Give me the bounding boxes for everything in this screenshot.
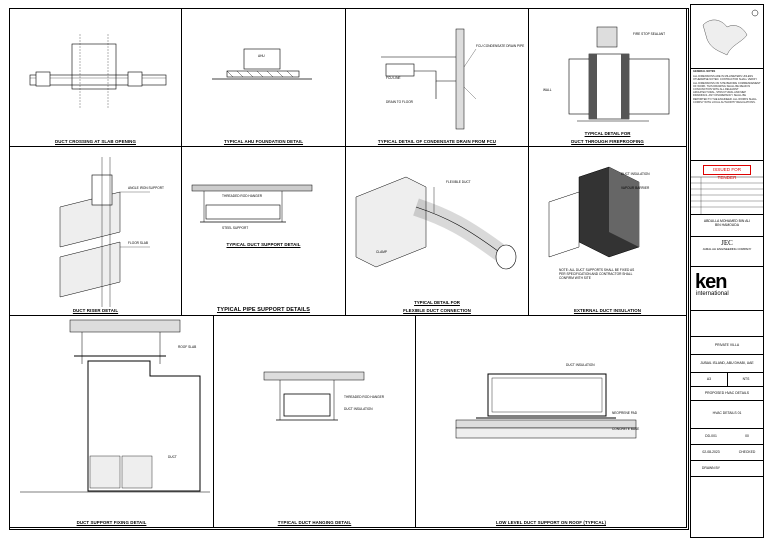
detail-duct-riser: ANGLE IRON SUPPORT FLOOR SLAB DUCT RISER… <box>9 146 182 316</box>
jec-logo: JEC <box>721 239 733 247</box>
project-name: PRIVATE VILLA <box>714 343 740 347</box>
consultant-panel: JEC JAMAL ALI ENGINEERING COMPANY <box>691 237 763 267</box>
key-map-graphic <box>702 9 759 56</box>
notes-body: ALL DIMENSIONS ARE IN MILLIMETERS UNLESS… <box>693 75 761 104</box>
drawing-no-panel: HVAC DETAILS 01 <box>691 401 763 429</box>
fireproofing-drawing <box>568 26 670 122</box>
label-duct: DUCT <box>168 455 177 459</box>
detail-ahu-foundation: AHU TYPICAL AHU FOUNDATION DETAIL <box>181 8 346 147</box>
client-panel: ABDULLA MOHAMED BIN ALI BIN HAMOUDA <box>691 215 763 237</box>
detail-title: DUCT RISER DETAIL <box>72 308 119 313</box>
label-angle: ANGLE IRON SUPPORT <box>128 186 164 190</box>
sheet-size: A3 <box>706 377 712 381</box>
project-panel: PRIVATE VILLA <box>691 337 763 355</box>
label-clamp: CLAMP <box>376 250 387 254</box>
detail-title-line1: TYPICAL DETAIL FOR <box>584 131 631 136</box>
label-fcl: FCU LINE <box>386 76 401 80</box>
low-level-drawing <box>455 373 637 439</box>
location-panel: JUBAIL ISLAND, ABU DHABI, UAE <box>691 355 763 373</box>
detail-title: EXTERNAL DUCT INSULATION <box>573 308 642 313</box>
label-wall: WALL <box>543 88 552 92</box>
flex-drawing <box>355 176 517 270</box>
notes-heading: GENERAL NOTES <box>693 70 716 73</box>
ahu-label: AHU <box>258 54 265 58</box>
key-map <box>691 5 763 69</box>
company-name: JAMAL ALI ENGINEERING COMPANY <box>702 247 752 251</box>
drawing-title: PROPOSED HVAC DETAILS <box>704 391 750 395</box>
detail-duct-insulation: DUCT INSULATION VAPOUR BARRIER NOTE: ALL… <box>528 146 687 316</box>
ken-panel: ken international <box>691 267 763 311</box>
title-block: GENERAL NOTES ALL DIMENSIONS ARE IN MILL… <box>690 4 764 538</box>
detail-flexible-duct: FLEXIBLE DUCT CLAMP TYPICAL DETAIL FOR F… <box>345 146 529 316</box>
label-insul: DUCT INSULATION <box>621 172 650 176</box>
meta-val: CHECKED <box>738 450 756 454</box>
detail-title: DUCT SUPPORT FIXING DETAIL <box>76 520 147 525</box>
meta-row-2: 02-08-2023 CHECKED <box>691 445 763 461</box>
ken-logo: ken <box>695 271 727 293</box>
meta-val: 00 <box>745 434 749 438</box>
detail-condensate-drain: FCU CONDENSATE DRAIN PIPE FCU LINE DRAIN… <box>345 8 529 147</box>
scale: NTS <box>727 373 763 386</box>
meta-row-1: DD-001 00 <box>691 429 763 445</box>
label-neo: NEOPRENE PAD <box>612 411 638 415</box>
detail-duct-crossing: DUCT CROSSING AT SLAB OPENING <box>9 8 182 147</box>
insulation-note: NOTE: ALL DUCT SUPPORTS SHALL BE FIXED A… <box>559 268 635 280</box>
revision-grid <box>691 176 763 214</box>
notes-panel: GENERAL NOTES ALL DIMENSIONS ARE IN MILL… <box>691 69 763 161</box>
label-roof: ROOF SLAB <box>178 345 197 349</box>
hanging-drawing <box>263 371 365 421</box>
detail-title: LOW LEVEL DUCT SUPPORT ON ROOF (TYPICAL) <box>495 520 607 525</box>
ahu-drawing <box>212 48 312 80</box>
detail-title-pipe: TYPICAL PIPE SUPPORT DETAILS <box>216 307 311 313</box>
meta-key: DD-001 <box>705 434 717 438</box>
label-insul2: DUCT INSULATION <box>344 407 373 411</box>
ken-logo-sub: international <box>696 291 729 297</box>
label-vapour: VAPOUR BARRIER <box>621 186 650 190</box>
detail-title: TYPICAL DETAIL OF CONDENSATE DRAIN FROM … <box>377 139 497 144</box>
detail-low-level-support: DUCT INSULATION NEOPRENE PAD CONCRETE BA… <box>415 315 687 528</box>
detail-title: TYPICAL AHU FOUNDATION DETAIL <box>223 139 304 144</box>
duct-support-drawing <box>191 184 313 223</box>
label-steel: STEEL SUPPORT <box>222 226 249 230</box>
revision-panel: ISSUED FOR TENDER <box>691 161 763 215</box>
detail-title: TYPICAL DUCT HANGING DETAIL <box>277 520 352 525</box>
meta-key: DRAWN BY <box>701 466 721 470</box>
meta-row-3: DRAWN BY <box>691 461 763 477</box>
label-drain: DRAIN TO FLOOR <box>386 100 413 104</box>
detail-title: DUCT CROSSING AT SLAB OPENING <box>55 139 136 144</box>
size-panel: A3 NTS <box>691 373 763 387</box>
label-base: CONCRETE BASE <box>612 427 640 431</box>
label-firestop: FIRE STOP SEALANT <box>633 32 666 36</box>
detail-duct-hanging: THREADED ROD HANGER DUCT INSULATION TYPI… <box>213 315 416 528</box>
client-name2: BIN HAMOUDA <box>715 223 739 227</box>
detail-duct-support: THREADED ROD HANGER STEEL SUPPORT TYPICA… <box>181 146 346 316</box>
label-flex: FLEXIBLE DUCT <box>446 180 471 184</box>
condensate-drawing <box>381 28 477 130</box>
detail-fireproofing: FIRE STOP SEALANT WALL TYPICAL DETAIL FO… <box>528 8 687 147</box>
detail-title-line2: FLEXIBLE DUCT CONNECTION <box>403 308 471 313</box>
tender-stamp: ISSUED FOR TENDER <box>703 165 751 180</box>
drawing-title-panel: PROPOSED HVAC DETAILS <box>691 387 763 401</box>
detail-duct-crossing-drawing <box>29 34 167 109</box>
client-name: ABDULLA MOHAMED BIN ALI <box>703 219 751 223</box>
project-location: JUBAIL ISLAND, ABU DHABI, UAE <box>700 361 754 365</box>
label-insul3: DUCT INSULATION <box>566 363 595 367</box>
detail-support-fixing: ROOF SLAB DUCT DUCT SUPPORT FIXING DETAI… <box>9 315 214 528</box>
detail-title: TYPICAL DUCT SUPPORT DETAIL <box>226 242 301 247</box>
blank-panel <box>691 311 763 337</box>
label-floor: FLOOR SLAB <box>128 241 149 245</box>
insulation-drawing <box>548 166 640 258</box>
detail-title-line1: TYPICAL DETAIL FOR <box>414 300 460 305</box>
drawing-number: HVAC DETAILS 01 <box>712 411 742 415</box>
detail-title-line2: DUCT THROUGH FIREPROOFING <box>571 139 644 144</box>
riser-drawing <box>59 157 150 307</box>
label-hanger: THREADED ROD HANGER <box>222 194 263 198</box>
label-hanger2: THREADED ROD HANGER <box>344 395 385 399</box>
label-fcu: FCU CONDENSATE DRAIN PIPE <box>476 44 525 48</box>
meta-key: 02-08-2023 <box>702 450 720 454</box>
fixing-drawing <box>20 319 210 493</box>
